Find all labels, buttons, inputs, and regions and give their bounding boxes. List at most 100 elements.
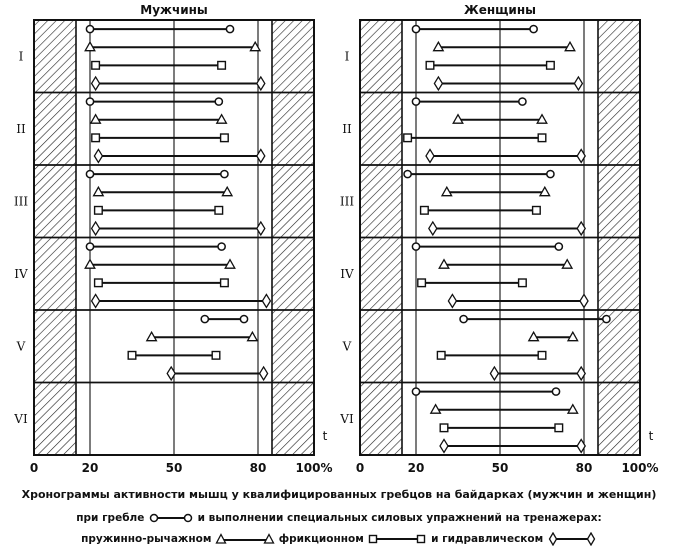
chrono-bar-circle xyxy=(411,242,564,251)
chrono-bar-diamond xyxy=(166,365,269,382)
marker-diamond-end xyxy=(579,293,589,309)
marker-square-end xyxy=(517,278,527,288)
marker-triangle-end xyxy=(536,113,548,124)
x-tick-label: 80 xyxy=(576,461,593,475)
marker-square-start xyxy=(91,60,101,70)
marker-triangle-start xyxy=(440,185,453,197)
chrono-bar-diamond xyxy=(93,148,266,164)
marker-square-start xyxy=(417,278,427,288)
marker-diamond-start xyxy=(90,293,101,309)
marker-diamond-end xyxy=(576,148,586,164)
chrono-bar-triangle xyxy=(438,258,574,269)
legend-line-rowing: при гребле и выполнении специальных сило… xyxy=(0,512,678,524)
legend-friction-label: фрикционном xyxy=(278,533,364,545)
marker-diamond-end xyxy=(261,293,272,309)
marker-circle-end xyxy=(554,242,564,251)
marker-triangle-start xyxy=(452,113,464,124)
chrono-bar-circle xyxy=(200,314,249,324)
marker-diamond-end xyxy=(256,148,266,164)
marker-circle-start xyxy=(459,314,468,324)
marker-square-start xyxy=(439,423,449,433)
group-label-VI: VI xyxy=(339,412,354,426)
marker-circle-start xyxy=(403,169,412,179)
chrono-bar-circle xyxy=(85,24,235,34)
x-tick-label: 20 xyxy=(408,461,425,475)
chrono-bar-triangle xyxy=(84,40,262,52)
x-tick-label: 100% xyxy=(295,461,332,475)
marker-diamond-start xyxy=(439,438,449,454)
legend-triangle-marker-icon xyxy=(215,533,275,544)
chrono-bar-diamond xyxy=(447,293,589,309)
marker-diamond-end xyxy=(576,220,586,237)
chrono-bar-diamond xyxy=(433,75,584,92)
x-tick-label: 100% xyxy=(621,461,658,475)
figure-caption: Хронограммы активности мышц у квалифицир… xyxy=(0,488,678,501)
marker-diamond-start xyxy=(93,148,104,164)
marker-triangle-end xyxy=(561,258,574,269)
group-label-I: I xyxy=(345,49,350,63)
group-label-IV: IV xyxy=(14,267,28,281)
legend-hydraulic-label: и гидравлическом xyxy=(431,533,544,545)
chrono-bar-diamond xyxy=(90,220,266,237)
chrono-bar-circle xyxy=(459,314,611,324)
panel-title: Женщины xyxy=(464,3,536,17)
chrono-bar-square xyxy=(419,205,541,215)
chrono-bar-triangle xyxy=(429,403,579,414)
group-label-I: I xyxy=(19,49,24,63)
marker-circle-end xyxy=(529,24,538,34)
chrono-bar-square xyxy=(403,133,547,143)
marker-circle-start xyxy=(411,24,421,34)
marker-triangle-end xyxy=(566,403,579,414)
legend-line-simulators: пружинно-рычажном фрикционном и гидравли… xyxy=(0,532,678,546)
chrono-bar-diamond xyxy=(425,148,586,164)
marker-circle-start xyxy=(85,242,95,251)
marker-circle-end xyxy=(546,169,555,179)
marker-diamond-start xyxy=(90,220,101,237)
chrono-bar-triangle xyxy=(432,40,576,52)
marker-diamond-end xyxy=(573,75,584,92)
chrono-bar-diamond xyxy=(428,220,586,237)
chrono-bar-triangle xyxy=(145,330,259,342)
marker-triangle-start xyxy=(92,185,105,197)
marker-square-start xyxy=(127,350,137,360)
chrono-bar-circle xyxy=(85,169,229,179)
x-tick-label: 80 xyxy=(250,461,267,475)
marker-square-start xyxy=(419,205,429,215)
marker-triangle-start xyxy=(84,40,96,52)
x-tick-label: 0 xyxy=(30,461,38,475)
marker-triangle-end xyxy=(224,258,236,269)
marker-square-end xyxy=(531,205,541,215)
chrono-bar-triangle xyxy=(527,330,579,342)
marker-diamond-start xyxy=(90,75,101,92)
chrono-bar-square xyxy=(436,350,547,360)
chrono-bar-triangle xyxy=(92,185,234,197)
marker-circle-end xyxy=(214,97,224,106)
chrono-bar-triangle xyxy=(84,258,236,269)
legend-exercises-label: и выполнении специальных силовых упражне… xyxy=(197,512,602,524)
marker-square-end xyxy=(217,60,227,70)
group-label-II: II xyxy=(16,122,26,136)
marker-square-start xyxy=(403,133,413,143)
marker-square-end xyxy=(554,423,564,433)
marker-circle-end xyxy=(220,169,229,179)
marker-circle-start xyxy=(411,242,421,251)
marker-triangle-end xyxy=(564,40,576,52)
chrono-bar-triangle xyxy=(89,113,228,124)
marker-triangle-start xyxy=(438,258,450,269)
marker-triangle-start xyxy=(432,40,445,52)
marker-diamond-end xyxy=(258,365,269,382)
marker-circle-end xyxy=(239,314,249,324)
marker-circle-end xyxy=(602,314,611,324)
x-tick-label: 50 xyxy=(492,461,509,475)
chrono-bar-square xyxy=(127,350,221,360)
marker-square-end xyxy=(537,133,547,143)
legend-spring-lever-label: пружинно-рычажном xyxy=(81,533,212,545)
group-label-IV: IV xyxy=(340,267,354,281)
chrono-bar-square xyxy=(439,423,564,433)
marker-triangle-start xyxy=(89,113,102,124)
marker-triangle-end xyxy=(249,40,262,52)
legend-circle-marker-icon xyxy=(149,513,193,523)
marker-triangle-end xyxy=(566,330,579,342)
